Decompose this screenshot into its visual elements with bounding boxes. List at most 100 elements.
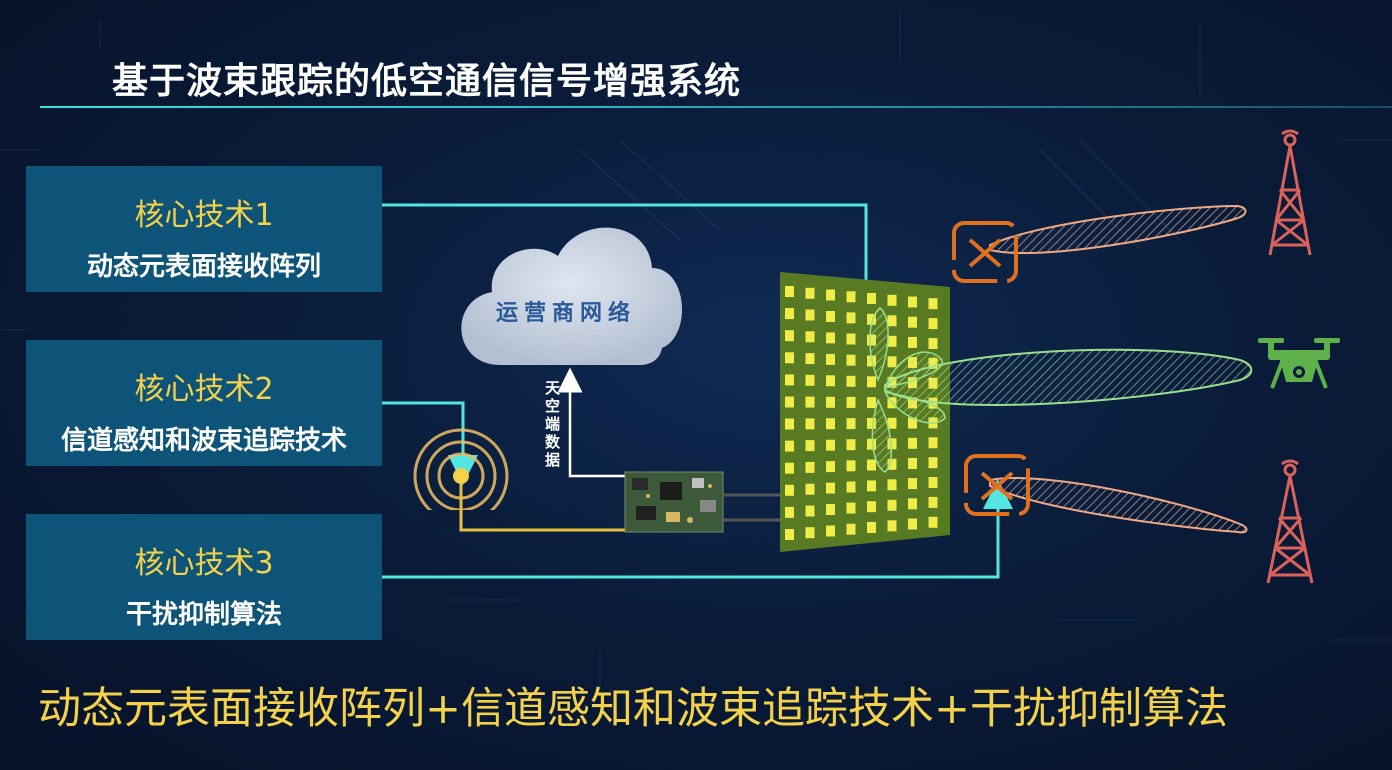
interference-beam-bottom xyxy=(989,477,1248,534)
array-unit-cell xyxy=(887,417,897,429)
array-unit-cell xyxy=(846,312,856,324)
page-title: 基于波束跟踪的低空通信信号增强系统 xyxy=(112,61,742,102)
array-unit-cell xyxy=(805,396,815,408)
metasurface-array-icon xyxy=(780,272,950,552)
array-unit-cell xyxy=(908,498,917,510)
drone-icon xyxy=(1258,338,1340,389)
array-unit-cell xyxy=(887,479,897,491)
tech-box-1-title: 核心技术1 xyxy=(134,198,274,233)
array-unit-cell xyxy=(805,287,815,299)
array-unit-cell xyxy=(846,418,856,430)
array-unit-cell xyxy=(867,459,876,471)
array-unit-cell xyxy=(867,397,876,409)
array-unit-cell xyxy=(867,501,876,513)
array-unit-cell xyxy=(805,527,815,539)
array-unit-cell xyxy=(785,440,794,452)
array-unit-cell xyxy=(867,376,876,388)
array-unit-cell xyxy=(928,298,938,310)
array-unit-cell xyxy=(785,352,794,364)
array-unit-cell xyxy=(846,333,856,345)
array-unit-cell xyxy=(887,294,897,306)
array-unit-cell xyxy=(785,529,794,540)
array-unit-cell xyxy=(826,525,835,537)
array-unit-cell xyxy=(826,311,835,322)
array-unit-cell xyxy=(805,353,815,365)
array-unit-cell xyxy=(867,293,876,304)
tech-box-2-title: 核心技术2 xyxy=(134,372,274,407)
array-unit-cell xyxy=(805,374,815,386)
array-unit-cell xyxy=(805,418,815,430)
array-unit-cell xyxy=(805,461,815,473)
array-unit-cell xyxy=(887,356,897,368)
array-unit-cell xyxy=(908,478,917,490)
array-unit-cell xyxy=(908,458,917,469)
tech-box-3-title: 核心技术3 xyxy=(134,546,274,581)
array-unit-cell xyxy=(826,504,835,515)
cell-tower-icon xyxy=(1268,129,1312,256)
array-unit-cell xyxy=(785,484,794,496)
array-unit-cell xyxy=(928,496,938,508)
array-unit-cell xyxy=(867,480,876,492)
array-unit-cell xyxy=(908,518,917,530)
array-unit-cell xyxy=(846,523,856,535)
cell-tower-icon xyxy=(1266,459,1314,584)
array-unit-cell xyxy=(846,460,856,472)
antenna-cable xyxy=(459,484,625,532)
array-unit-cell xyxy=(887,315,897,327)
array-unit-cell xyxy=(928,437,938,449)
tech-box-3: 核心技术3 干扰抑制算法 xyxy=(26,514,382,640)
blocked-icon xyxy=(952,221,1018,283)
array-unit-cell xyxy=(846,375,856,387)
array-unit-cell xyxy=(928,516,938,528)
array-unit-cell xyxy=(826,289,835,301)
array-unit-cell xyxy=(846,396,856,408)
array-unit-cell xyxy=(785,286,794,297)
receive-beam-pattern xyxy=(869,307,1253,473)
array-unit-cell xyxy=(887,499,897,511)
connector-tech-3 xyxy=(382,479,1013,579)
array-unit-cell xyxy=(928,457,938,469)
array-unit-cell xyxy=(805,440,815,452)
tech-box-2: 核心技术2 信道感知和波束追踪技术 xyxy=(26,340,382,466)
array-unit-cell xyxy=(867,438,876,450)
array-unit-cell xyxy=(928,338,938,349)
array-unit-cell xyxy=(846,291,856,303)
array-unit-cell xyxy=(887,458,897,470)
array-unit-cell xyxy=(785,330,794,342)
tech-box-2-subtitle: 信道感知和波束追踪技术 xyxy=(60,426,347,456)
array-unit-cell xyxy=(785,374,794,386)
array-unit-cell xyxy=(805,483,815,495)
tech-box-1-subtitle: 动态元表面接收阵列 xyxy=(86,252,321,282)
summary-text: 动态元表面接收阵列+信道感知和波束追踪技术+干扰抑制算法 xyxy=(38,684,1229,734)
blocked-icon xyxy=(964,454,1030,516)
array-unit-cell xyxy=(928,318,938,330)
circuit-board-icon xyxy=(624,471,724,533)
array-unit-cell xyxy=(928,477,938,488)
array-unit-cell xyxy=(785,308,794,320)
array-unit-cell xyxy=(908,316,917,328)
array-unit-cell xyxy=(826,482,835,494)
array-unit-cell xyxy=(805,309,815,321)
array-unit-cell xyxy=(846,439,856,451)
array-unit-cell xyxy=(805,331,815,343)
array-unit-cell xyxy=(908,296,917,308)
array-unit-cell xyxy=(867,313,876,325)
array-unit-cell xyxy=(826,332,835,344)
uplink-label: 天空端数据 xyxy=(543,380,561,470)
array-unit-cell xyxy=(846,354,856,366)
array-unit-cell xyxy=(785,396,794,408)
array-unit-cell xyxy=(887,438,897,450)
array-unit-cell xyxy=(826,461,835,473)
array-unit-cell xyxy=(908,437,917,449)
title-underline xyxy=(40,106,1392,108)
array-unit-cell xyxy=(908,417,917,429)
array-unit-cell xyxy=(846,502,856,514)
array-unit-cell xyxy=(826,353,835,365)
array-unit-cell xyxy=(826,439,835,451)
array-unit-cell xyxy=(846,481,856,493)
cloud-icon xyxy=(461,227,683,365)
array-unit-cell xyxy=(826,396,835,408)
cloud-label: 运营商网络 xyxy=(496,300,636,326)
tech-box-1: 核心技术1 动态元表面接收阵列 xyxy=(26,166,382,292)
